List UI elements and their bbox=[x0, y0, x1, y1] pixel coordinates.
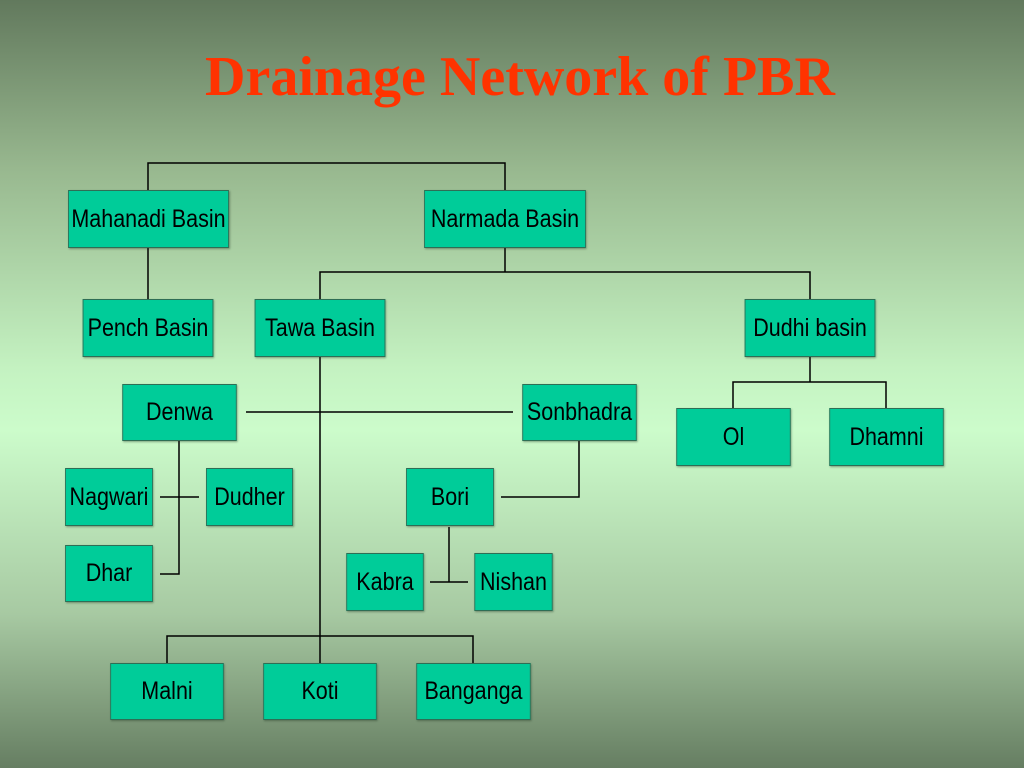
connector-dudhi-branches bbox=[732, 357, 887, 408]
connector-narmada-branches bbox=[319, 248, 811, 299]
node-banganga: Banganga bbox=[416, 663, 531, 720]
node-bori: Bori bbox=[406, 468, 494, 526]
node-pench-basin: Pench Basin bbox=[82, 299, 214, 357]
node-koti: Koti bbox=[263, 663, 377, 720]
node-ol: Ol bbox=[676, 408, 791, 466]
node-nagwari: Nagwari bbox=[65, 468, 153, 526]
connector-bottom bbox=[166, 635, 474, 663]
connector-bori-kabra-nishan bbox=[430, 527, 468, 583]
node-dhamni: Dhamni bbox=[829, 408, 944, 466]
node-dudher: Dudher bbox=[206, 468, 293, 526]
node-kabra: Kabra bbox=[346, 553, 424, 611]
connector-sonbhadra-bori bbox=[501, 441, 580, 498]
node-narmada-basin: Narmada Basin bbox=[424, 190, 586, 248]
page-title: Drainage Network of PBR bbox=[205, 46, 835, 108]
connector-denwa-dhar bbox=[160, 441, 180, 575]
node-dhar: Dhar bbox=[65, 545, 153, 602]
node-denwa: Denwa bbox=[122, 384, 237, 441]
node-mahanadi-basin: Mahanadi Basin bbox=[68, 190, 229, 248]
node-dudhi-basin: Dudhi basin bbox=[744, 299, 876, 357]
connector-top bbox=[147, 162, 506, 190]
node-tawa-basin: Tawa Basin bbox=[254, 299, 386, 357]
node-malni: Malni bbox=[110, 663, 224, 720]
node-sonbhadra: Sonbhadra bbox=[522, 384, 637, 441]
node-nishan: Nishan bbox=[474, 553, 553, 611]
